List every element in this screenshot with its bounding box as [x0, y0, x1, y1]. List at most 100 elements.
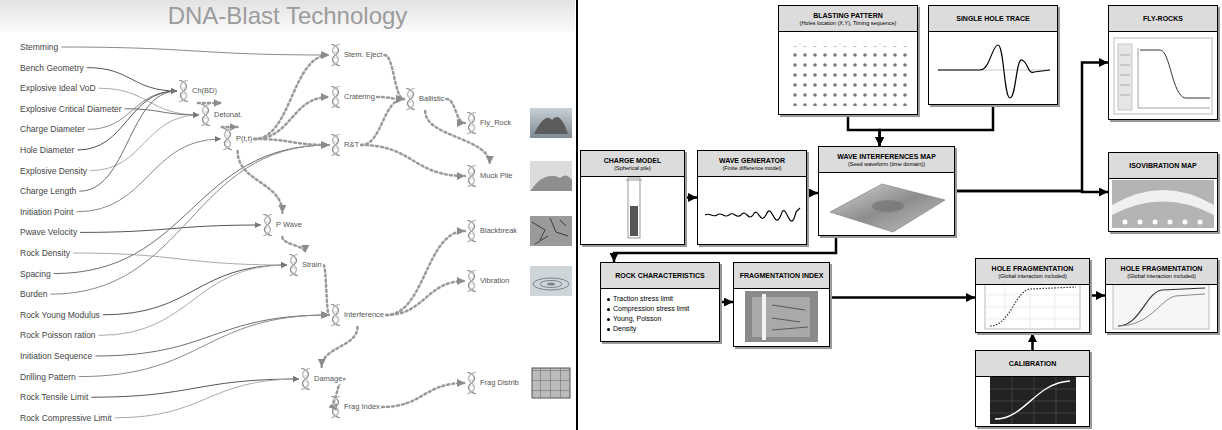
wave-generator-picture	[705, 208, 800, 221]
input-parameter: Rock Young Modulus	[18, 309, 102, 321]
dna-rungs	[333, 137, 338, 153]
model-label: Ch(BD)	[191, 86, 218, 96]
input-parameter: Hole Diameter	[18, 144, 76, 156]
box-subtitle: (Finite difference model)	[722, 165, 781, 172]
dna-strand	[179, 80, 188, 102]
box-header: FLY-ROCKS	[1109, 6, 1217, 32]
connector	[254, 139, 329, 145]
input-parameter: Rock Poisson ration	[18, 329, 98, 341]
dna-strand	[467, 112, 476, 134]
dna-model-node: Ch(BD)	[178, 80, 218, 102]
dna-strand	[289, 254, 298, 276]
process-box: ROCK CHARACTERISTICS Traction stress limi…	[600, 262, 720, 342]
box-body	[1106, 285, 1217, 332]
dna-model-node: Damage	[300, 368, 343, 390]
box-subtitle: (Spherical pile)	[614, 165, 651, 172]
dna-model-node: Cratering	[330, 86, 376, 108]
connector	[91, 379, 299, 397]
input-parameter: Initiation Point	[18, 206, 75, 218]
box-header: ROCK CHARACTERISTICS	[601, 263, 719, 289]
model-label: Interference	[343, 310, 385, 320]
diagram-title: DNA-Blast Technology	[0, 2, 575, 30]
title-band	[0, 0, 575, 32]
connector	[382, 383, 465, 407]
box-header: CHARGE MODEL(Spherical pile)	[581, 151, 684, 177]
process-box: SINGLE HOLE TRACE	[928, 5, 1058, 105]
connector	[880, 105, 993, 146]
dna-strand	[331, 134, 340, 156]
model-label: Damage	[313, 374, 343, 384]
input-parameter: Explosive Density	[18, 165, 89, 177]
box-title: BLASTING PATTERN	[813, 11, 883, 20]
parameter-text: Hole Diameter	[20, 145, 74, 155]
parameter-text: Explosive Ideal VoD	[20, 83, 96, 93]
parameter-text: Rock Young Modulus	[20, 310, 100, 320]
dna-strand	[467, 165, 476, 187]
process-box: ISOVIBRATION MAP	[1108, 152, 1218, 232]
model-label: Ballistic	[418, 94, 445, 104]
dna-rungs	[333, 47, 338, 63]
box-title: WAVE INTERFERENCES MAP	[837, 152, 936, 161]
connector	[830, 296, 975, 299]
dna-strand	[467, 372, 476, 394]
box-header: FRAGMENTATION INDEX	[734, 263, 829, 289]
fragmentation-index-picture	[745, 291, 818, 342]
dna-rungs	[291, 257, 296, 273]
connector	[848, 115, 880, 146]
dna-model-node: Detonat.	[200, 104, 243, 126]
dna-rungs	[265, 217, 270, 233]
box-header: HOLE FRAGMENTATION(Global interaction in…	[1106, 259, 1217, 285]
dna-strand	[331, 86, 340, 108]
dna-rungs	[225, 131, 230, 147]
connector	[720, 301, 733, 304]
dna-icon	[466, 112, 477, 134]
dna-strand	[331, 86, 340, 108]
input-parameter: Explosive Ideal VoD	[18, 82, 98, 94]
dna-model-node: Frag Distrib	[466, 372, 520, 394]
model-label: P(t,t)	[235, 134, 253, 144]
bullet-dot	[607, 328, 610, 331]
box-subtitle: (Global interaction included)	[998, 273, 1066, 280]
hole-fragmentation-chart	[985, 283, 1080, 329]
dna-strand	[263, 214, 272, 236]
parameter-text: Burden	[20, 289, 47, 299]
parameter-text: Bench Geometry	[20, 63, 84, 73]
dna-icon	[466, 165, 477, 187]
box-title: WAVE GENERATOR	[719, 156, 785, 165]
model-label: Frag Index	[343, 402, 381, 412]
dna-model-node: P Wave	[262, 214, 303, 236]
model-label: Cratering	[343, 92, 376, 102]
connector	[87, 68, 177, 91]
box-title: FLY-ROCKS	[1143, 14, 1183, 23]
box-header: CALIBRATION	[976, 351, 1089, 377]
process-box: HOLE FRAGMENTATION(Global interaction in…	[975, 258, 1090, 333]
connector	[322, 327, 358, 367]
blasting-pattern-picture	[790, 46, 910, 106]
box-body	[819, 173, 954, 235]
bullet-item: Traction stress limit	[607, 294, 713, 304]
connector	[361, 99, 404, 145]
dna-rungs	[408, 91, 413, 107]
dna-model-node: Blackbreak	[466, 220, 518, 242]
parameter-text: Charge Diameter	[20, 124, 85, 134]
dna-icon	[466, 220, 477, 242]
wave-map-picture	[830, 184, 945, 232]
input-parameter: Rock Tensile Limit	[18, 391, 90, 403]
dna-icon	[288, 254, 299, 276]
process-box: WAVE GENERATOR(Finite difference model)	[697, 150, 807, 245]
dna-strand	[301, 368, 310, 390]
connector	[90, 115, 199, 171]
bullet-dot	[607, 308, 610, 311]
hole-fragmentation-chart	[1113, 283, 1209, 329]
dna-icon	[330, 304, 341, 326]
model-label: Fly_Rock	[479, 118, 512, 128]
dna-icon	[405, 88, 416, 110]
dna-strand	[331, 44, 340, 66]
dna-strand	[331, 396, 340, 418]
parameter-text: Rock Compressive Limit	[20, 413, 112, 423]
charge-model-picture	[626, 178, 642, 238]
box-body	[581, 177, 684, 244]
dna-model-node: Ballistic	[405, 88, 445, 110]
box-title: HOLE FRAGMENTATION	[1121, 264, 1203, 273]
bullet-item: Density	[607, 324, 713, 334]
